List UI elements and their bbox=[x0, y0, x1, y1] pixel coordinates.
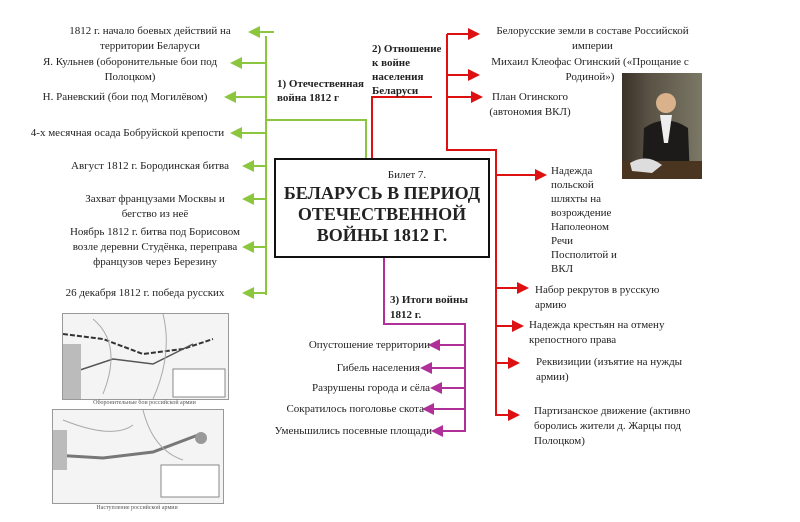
branch1-item: 1812 г. начало боевых действий на террит… bbox=[69, 25, 231, 52]
branch2-item: Надежда польской шляхты на возрождение Н… bbox=[551, 165, 617, 275]
branch1-item: 26 декабря 1812 г. победа русских bbox=[65, 287, 225, 299]
branch2-item: Михаил Клеофас Огинский («Прощание с Род… bbox=[491, 56, 689, 83]
branch2-lines bbox=[371, 28, 547, 421]
branch2-item: Белорусские земли в составе Российской и… bbox=[496, 25, 689, 52]
branch3-item: Гибель населения bbox=[336, 362, 420, 374]
bottom-map-caption: Наступление российской армии bbox=[96, 505, 178, 511]
top-map-caption: Оборонительные бои российской армии bbox=[93, 400, 196, 406]
branch1-item: Захват французами Москвы и бегство из не… bbox=[85, 193, 225, 220]
branch3-item: Уменьшились посевные площади bbox=[274, 425, 432, 437]
portrait-figure-icon bbox=[622, 93, 702, 179]
branch1-lines bbox=[224, 26, 367, 299]
branch1-item: Ноябрь 1812 г. битва под Борисовом возле… bbox=[69, 226, 241, 268]
branch2-item: Партизанское движение (активно боролись … bbox=[534, 405, 691, 447]
branch1-item: Н. Раневский (бои под Могилёвом) bbox=[42, 91, 208, 103]
ticket-label: Билет 7. bbox=[387, 169, 427, 181]
branch3-label: 3) Итоги войны 1812 г. bbox=[390, 294, 468, 321]
branch3-item: Сократилось поголовье скота bbox=[286, 403, 424, 415]
map-routes-icon bbox=[52, 409, 220, 498]
oginsky-portrait-image bbox=[622, 73, 702, 179]
branch1-item: Я. Кульнев (оборонительные бои под Полоц… bbox=[42, 56, 218, 83]
branch2-item: План Огинского (автономия ВКЛ) bbox=[489, 91, 571, 118]
central-topic-box: Билет 7. БЕЛАРУСЬ В ПЕРИОД ОТЕЧЕСТВЕННОЙ… bbox=[274, 158, 490, 258]
map-routes-icon bbox=[62, 313, 226, 400]
main-title: БЕЛАРУСЬ В ПЕРИОД ОТЕЧЕСТВЕННОЙ ВОЙНЫ 18… bbox=[283, 183, 481, 245]
branch1-label: 1) Отечественная война 1812 г bbox=[277, 78, 364, 104]
branch2-label: 2) Отношение к войне населения Беларуси bbox=[372, 43, 442, 97]
branch2-item: Набор рекрутов в русскую армию bbox=[535, 284, 660, 311]
defensive-battles-map bbox=[62, 313, 229, 400]
offensive-map bbox=[52, 409, 224, 504]
branch1-item: Август 1812 г. Бородинская битва bbox=[71, 160, 229, 172]
branch3-item: Опустошение территории bbox=[308, 339, 430, 351]
branch3-lines bbox=[383, 257, 466, 437]
branch2-item: Реквизиции (изъятие на нужды армии) bbox=[536, 356, 683, 383]
branch2-item: Надежда крестьян на отмену крепостного п… bbox=[529, 319, 665, 346]
branch3-item: Разрушены города и сёла bbox=[311, 382, 430, 394]
branch1-item: 4-х месячная осада Бобруйской крепости bbox=[30, 127, 225, 139]
